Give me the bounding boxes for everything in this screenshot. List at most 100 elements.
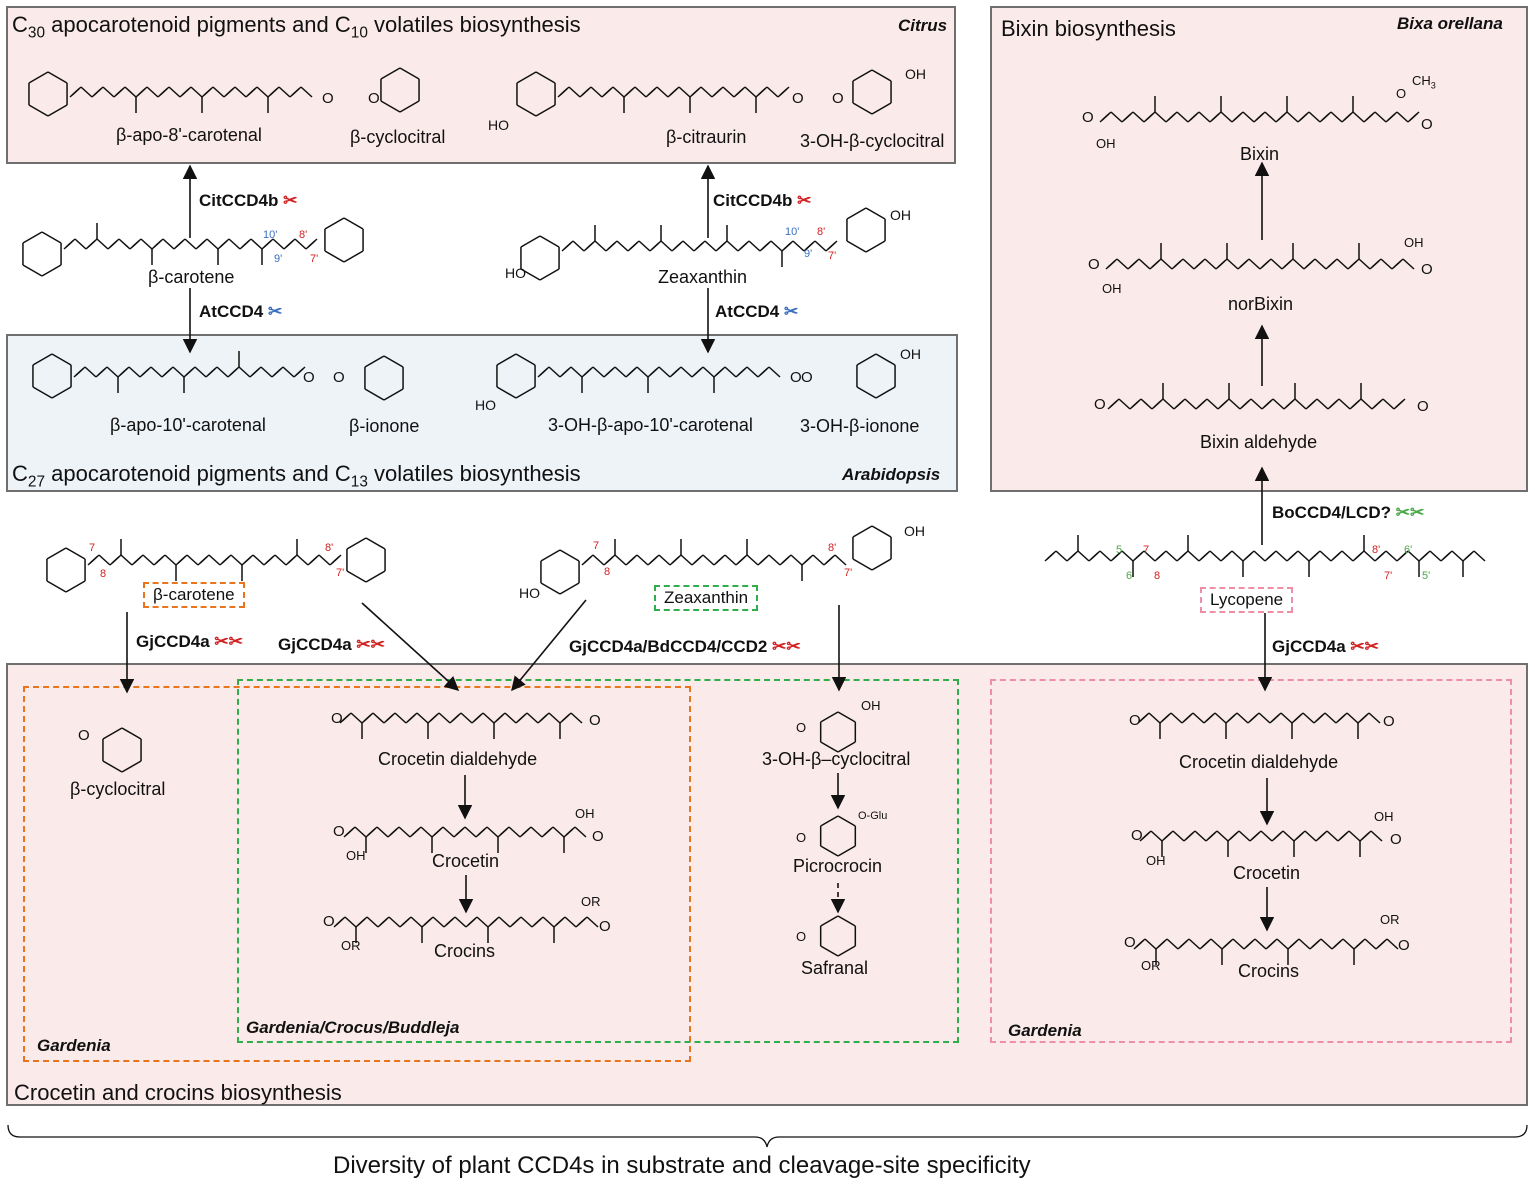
atom-o-ohcyclo-bottom: O <box>796 720 807 735</box>
ring-bcar2-r <box>346 537 386 583</box>
chain-zeax2 <box>581 539 847 581</box>
atom-o-ionone: O <box>333 369 345 386</box>
ring-ionone <box>364 355 404 401</box>
citrus-panel <box>6 6 956 164</box>
label-bixin-aldehyde: Bixin aldehyde <box>1200 432 1318 452</box>
atom-oh-zeax: OH <box>890 207 911 223</box>
pos-7p-zeax: 7' <box>828 250 837 262</box>
atom-o-citraurin: O <box>792 90 804 107</box>
chain-crocetin-dialdehyde-r <box>1137 712 1381 739</box>
atom-o-croc-left: O <box>333 823 345 840</box>
label-crocetin-dialdehyde: Crocetin dialdehyde <box>378 749 538 769</box>
bixa-organism-label: Bixa orellana <box>1397 14 1503 33</box>
atom-o-cd-right: O <box>589 712 601 729</box>
atom-o-cyclo-bottom: O <box>78 727 90 744</box>
ring-ohionone <box>856 353 896 399</box>
atom-o-cd-left: O <box>331 710 343 727</box>
pos-7-bcar2: 7 <box>89 542 96 554</box>
ring-cyclo-bottom <box>102 727 142 773</box>
ring-zeax-l <box>520 235 560 281</box>
chain-ohapo10 <box>537 366 781 393</box>
atom-oh-crocr-right: OH <box>1374 809 1394 824</box>
arrow-bcar-to-crocetin <box>361 602 460 691</box>
pos-8p-bcar2: 8' <box>325 542 334 554</box>
chain-crocetin-dialdehyde <box>339 712 583 739</box>
atom-o-bixald-right: O <box>1417 398 1429 415</box>
pos-9p-zeax: 9' <box>804 248 813 260</box>
label-crocetin-r: Crocetin <box>1233 863 1301 883</box>
pos-5-lyc: 5 <box>1116 544 1123 556</box>
atom-o-ohionone: O <box>801 369 813 386</box>
atom-o-crocinsr-right: O <box>1398 937 1410 954</box>
atom-oglu-picro: O-Glu <box>858 810 888 822</box>
label-norbixin: norBixin <box>1228 294 1294 314</box>
enzyme-citccd4b-left: CitCCD4b ✂ <box>199 191 298 210</box>
atom-ch3-bixin: CH3 <box>1412 73 1436 91</box>
label-cyclocitral-bottom: β-cyclocitral <box>70 779 166 799</box>
citrus-panel-title: C30 apocarotenoid pigments and C10 volat… <box>12 12 581 42</box>
pos-8p-zeax: 8' <box>817 226 826 238</box>
label-zeaxanthin: Zeaxanthin <box>658 267 748 287</box>
pos-7p-lyc: 7' <box>1384 570 1393 582</box>
chain-bixin <box>1099 96 1420 123</box>
footer-caption: Diversity of plant CCD4s in substrate an… <box>333 1152 1031 1179</box>
gardenia-right-label: Gardenia <box>1008 1021 1082 1040</box>
ring-ohcyclocitral <box>852 69 892 115</box>
atom-o-picro: O <box>796 830 807 845</box>
citrus-organism-label: Citrus <box>898 16 948 35</box>
gardenia-left-label: Gardenia <box>37 1036 111 1055</box>
label-ionone: β-ionone <box>349 416 420 436</box>
atom-o-bixin-ester: O <box>1396 86 1407 101</box>
label-safranal: Safranal <box>801 958 869 978</box>
atom-o-crocins-right: O <box>599 918 611 935</box>
enzyme-gjccd4a-multi: GjCCD4a/BdCCD4/CCD2 ✂✂ <box>569 637 801 656</box>
ring-safranal <box>819 915 857 957</box>
gardenia-crocus-label: Gardenia/Crocus/Buddleja <box>246 1018 460 1037</box>
ring-apo8 <box>28 71 68 117</box>
atom-o-cdr-right: O <box>1383 713 1395 730</box>
atom-ho-citraurin: HO <box>488 117 509 133</box>
lycopene-substrate-box: Lycopene <box>1200 587 1294 613</box>
chain-crocetin <box>343 826 587 853</box>
atom-oh-zeax2: OH <box>904 523 925 539</box>
pos-7-lyc: 7 <box>1143 544 1150 556</box>
atom-o-crocins-left: O <box>323 913 335 930</box>
label-citraurin: β-citraurin <box>666 127 747 147</box>
crocetin-panel-title: Crocetin and crocins biosynthesis <box>14 1080 342 1105</box>
zeaxanthin-substrate-box: Zeaxanthin <box>654 585 759 611</box>
ring-zeax-r <box>846 207 886 253</box>
chain-crocins-r <box>1133 938 1399 965</box>
atom-o-croc-right: O <box>592 828 604 845</box>
chain-apo10 <box>73 351 306 393</box>
pos-7p-bcar2: 7' <box>336 567 345 579</box>
ring-bcar2-l <box>46 547 86 593</box>
atom-o-crocr-right: O <box>1390 831 1402 848</box>
ring-bcarotene-l <box>22 231 62 277</box>
crocetin-panel <box>6 663 1528 1106</box>
atom-o-apo10: O <box>303 369 315 386</box>
atom-o-safranal: O <box>796 929 807 944</box>
label-crocetin-dialdehyde-r: Crocetin dialdehyde <box>1179 752 1339 772</box>
ring-zeax2-r <box>852 525 892 571</box>
gardenia-right-group <box>990 679 1512 1043</box>
atom-oh-croc-left: OH <box>346 848 366 863</box>
atom-or-crocins-left: OR <box>341 938 361 953</box>
ring-ohapo10 <box>496 353 536 399</box>
arabidopsis-panel <box>6 334 958 492</box>
chain-zeax <box>561 225 838 267</box>
label-crocins: Crocins <box>434 941 496 961</box>
ring-apo10 <box>32 353 72 399</box>
atom-oh-norbixin-left: OH <box>1102 281 1122 296</box>
atom-o-cdr-left: O <box>1129 712 1141 729</box>
atom-o-ohapo10: O <box>790 369 802 386</box>
label-oh-cyclocitral-top: 3-OH-β-cyclocitral <box>800 131 945 151</box>
ring-zeax2-l <box>540 549 580 595</box>
atom-o-bixin-right: O <box>1421 116 1433 133</box>
atom-ho-ohapo10: HO <box>475 397 496 413</box>
enzyme-gjccd4a-mid: GjCCD4a ✂✂ <box>278 635 385 654</box>
pos-8-bcar2: 8 <box>100 568 107 580</box>
pos-8p-bcar: 8' <box>299 229 308 241</box>
label-oh-apo10: 3-OH-β-apo-10'-carotenal <box>548 415 753 435</box>
bixa-panel-title: Bixin biosynthesis <box>1001 16 1176 41</box>
